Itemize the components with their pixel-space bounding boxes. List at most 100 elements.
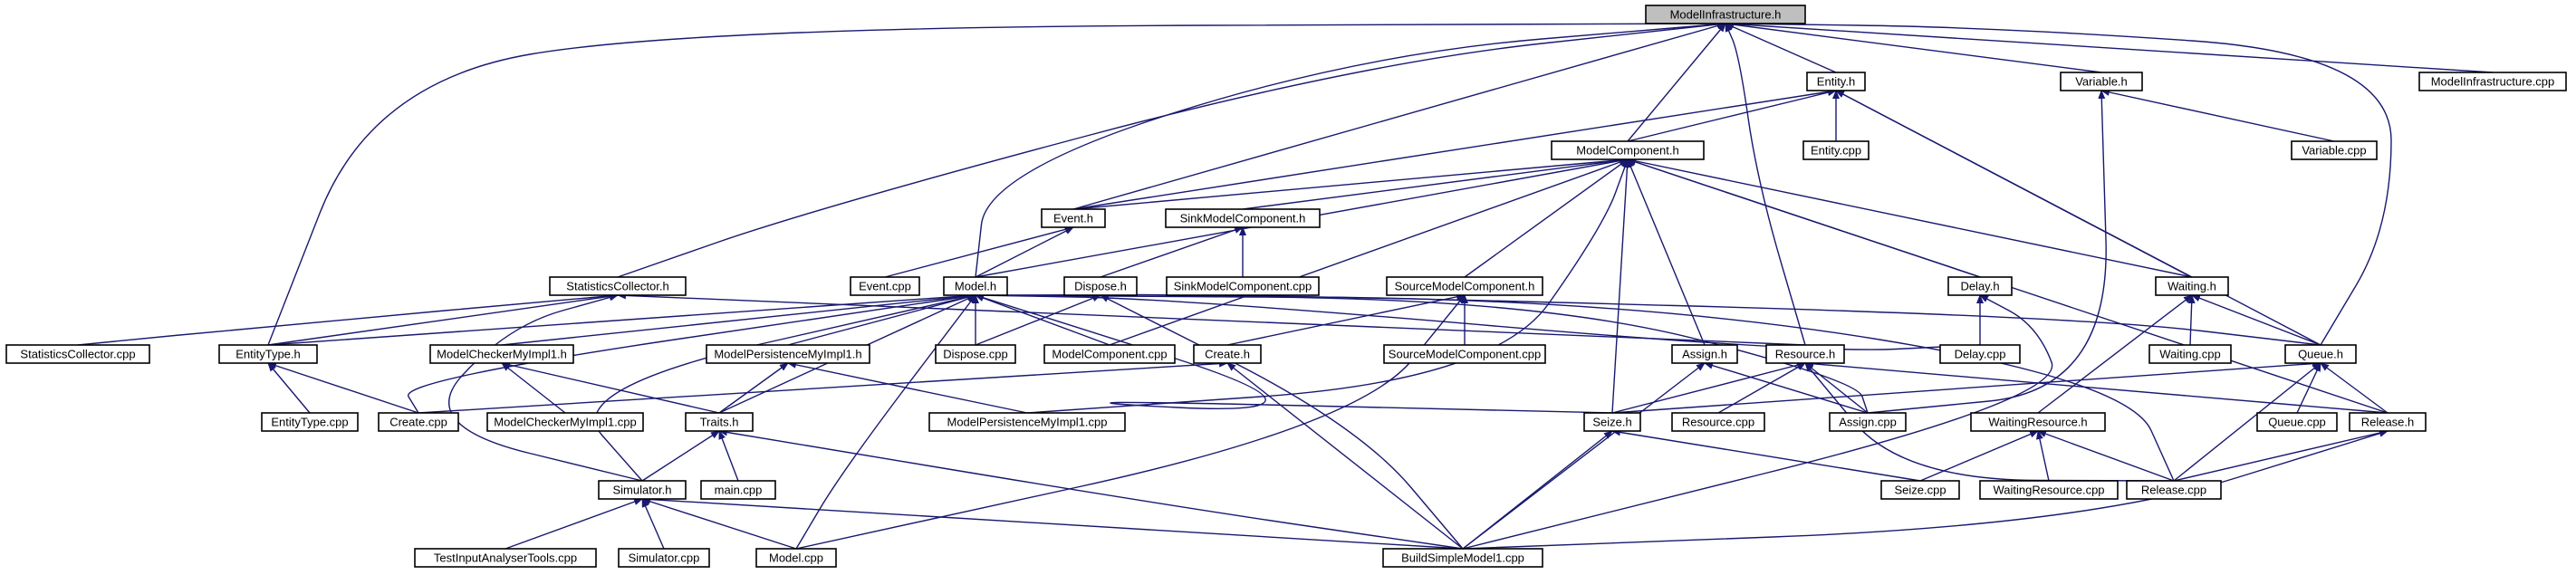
node-et[interactable]: EntityType.h	[218, 344, 318, 364]
node-sei[interactable]: Seize.h	[1583, 412, 1641, 432]
node-label: SourceModelComponent.cpp	[1389, 348, 1541, 361]
edge-var-to-mi	[1725, 21, 2102, 73]
node-cre[interactable]: Create.h	[1193, 344, 1262, 364]
node-box	[1551, 140, 1705, 160]
node-box	[943, 276, 1008, 296]
edge-que-to-mi	[1725, 20, 2392, 346]
edge-res-to-sc	[617, 292, 1806, 346]
node-tiat[interactable]: TestInputAnalyserTools.cpp	[414, 548, 597, 568]
node-quec[interactable]: Queue.cpp	[2256, 412, 2338, 432]
edge-bsm-to-tra	[718, 428, 1464, 550]
edge-rel-to-que	[2320, 362, 2389, 414]
edge-sc-to-mi	[617, 20, 1726, 278]
node-tra[interactable]: Traits.h	[685, 412, 754, 432]
node-mcmc[interactable]: ModelCheckerMyImpl1.cpp	[486, 412, 644, 432]
node-sc[interactable]: StatisticsCollector.h	[549, 276, 687, 296]
node-mc[interactable]: ModelComponent.h	[1551, 140, 1705, 160]
node-asgc[interactable]: Assign.cpp	[1829, 412, 1907, 432]
node-mi[interactable]: ModelInfrastructure.h	[1645, 5, 1806, 24]
node-box	[5, 344, 150, 364]
node-res[interactable]: Resource.h	[1765, 344, 1845, 364]
node-bsm[interactable]: BuildSimpleModel1.cpp	[1382, 548, 1543, 568]
node-box	[1383, 344, 1546, 364]
node-label: Seize.h	[1592, 416, 1631, 429]
node-box	[2148, 344, 2232, 364]
edge-mcc-to-mod	[975, 294, 1110, 346]
node-box	[1939, 344, 2021, 364]
node-label: Event.h	[1053, 212, 1093, 225]
edge-varc-to-var	[2100, 89, 2335, 142]
node-label: SinkModelComponent.h	[1180, 212, 1306, 225]
edge-waic-to-wai	[2187, 294, 2196, 346]
node-box	[618, 548, 710, 568]
node-delc[interactable]: Delay.cpp	[1939, 344, 2021, 364]
node-simc[interactable]: Simulator.cpp	[618, 548, 710, 568]
node-relc[interactable]: Release.cpp	[2126, 480, 2222, 500]
node-entc[interactable]: Entity.cpp	[1802, 140, 1870, 160]
node-label: Release.h	[2361, 416, 2415, 429]
node-label: ModelPersistenceMyImpl1.cpp	[947, 416, 1107, 429]
node-asg[interactable]: Assign.h	[1671, 344, 1738, 364]
node-box	[2126, 480, 2222, 500]
node-mod[interactable]: Model.h	[943, 276, 1008, 296]
edge-tiat-to-sim	[505, 498, 643, 550]
node-label: Simulator.h	[612, 484, 671, 497]
node-ev[interactable]: Event.h	[1041, 208, 1106, 228]
node-box	[2291, 140, 2378, 160]
node-evc[interactable]: Event.cpp	[850, 276, 920, 296]
node-label: Resource.h	[1775, 348, 1835, 361]
node-modc[interactable]: Model.cpp	[755, 548, 837, 568]
node-wai[interactable]: Waiting.h	[2155, 276, 2229, 296]
edge-bsm-to-cre	[1226, 362, 1464, 550]
node-mic[interactable]: ModelInfrastructure.cpp	[2418, 72, 2567, 91]
node-label: Variable.h	[2075, 75, 2128, 89]
node-box	[2284, 344, 2357, 364]
node-mainc[interactable]: main.cpp	[700, 480, 776, 500]
node-somcc[interactable]: SourceModelComponent.cpp	[1383, 344, 1546, 364]
edge-cre-to-somc	[1226, 292, 1466, 346]
node-label: Event.cpp	[859, 280, 911, 293]
node-waic[interactable]: Waiting.cpp	[2148, 344, 2232, 364]
node-dispc[interactable]: Dispose.cpp	[935, 344, 1016, 364]
node-mcc[interactable]: ModelComponent.cpp	[1043, 344, 1176, 364]
edge-et-to-sc	[267, 292, 619, 346]
node-sim[interactable]: Simulator.h	[598, 480, 687, 500]
node-ent[interactable]: Entity.h	[1806, 72, 1866, 91]
node-box	[685, 412, 754, 432]
node-var[interactable]: Variable.h	[2060, 72, 2143, 91]
node-que[interactable]: Queue.h	[2284, 344, 2357, 364]
edge-sei-to-res	[1611, 361, 1806, 414]
node-smc[interactable]: SinkModelComponent.h	[1165, 208, 1321, 228]
node-label: EntityType.cpp	[271, 416, 348, 429]
node-wrc[interactable]: WaitingResource.cpp	[1979, 480, 2119, 500]
node-layer: ModelInfrastructure.hModelInfrastructure…	[5, 5, 2567, 568]
node-del[interactable]: Delay.h	[1947, 276, 2013, 296]
node-etc[interactable]: EntityType.cpp	[261, 412, 359, 432]
node-label: WaitingResource.cpp	[1993, 484, 2104, 497]
node-mpm[interactable]: ModelPersistenceMyImpl1.h	[706, 344, 870, 364]
node-box	[261, 412, 359, 432]
node-seic[interactable]: Seize.cpp	[1880, 480, 1960, 500]
node-label: Create.cpp	[389, 416, 447, 429]
node-label: ModelInfrastructure.cpp	[2431, 75, 2555, 89]
node-disp[interactable]: Dispose.h	[1063, 276, 1138, 296]
node-scc[interactable]: StatisticsCollector.cpp	[5, 344, 150, 364]
node-somc[interactable]: SourceModelComponent.h	[1386, 276, 1543, 296]
edge-dispc-to-disp	[975, 294, 1101, 346]
node-mcm[interactable]: ModelCheckerMyImpl1.h	[429, 344, 574, 364]
node-wr[interactable]: WaitingResource.h	[1970, 412, 2106, 432]
node-mpmc[interactable]: ModelPersistenceMyImpl1.cpp	[928, 412, 1126, 432]
node-box	[378, 412, 459, 432]
node-smcc[interactable]: SinkModelComponent.cpp	[1166, 276, 1320, 296]
edge-bsm-to-sim	[641, 495, 1464, 550]
node-rel[interactable]: Release.h	[2349, 412, 2427, 432]
edge-mainc-to-tra	[718, 430, 739, 482]
node-resc[interactable]: Resource.cpp	[1671, 412, 1765, 432]
node-varc[interactable]: Variable.cpp	[2291, 140, 2378, 160]
node-box	[429, 344, 574, 364]
node-box	[850, 276, 920, 296]
edge-bsm-to-rel	[1462, 429, 2389, 550]
node-label: main.cpp	[715, 484, 763, 497]
node-crec[interactable]: Create.cpp	[378, 412, 459, 432]
